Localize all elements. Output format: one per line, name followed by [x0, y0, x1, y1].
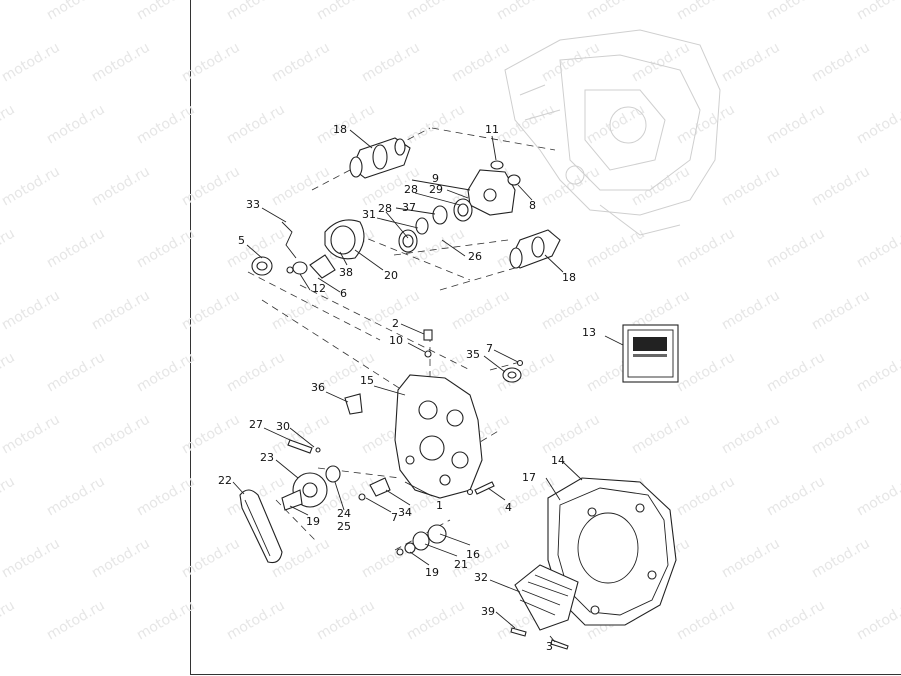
callout-20: 20 — [384, 269, 398, 282]
callout-18-front-camshaft: 18 — [333, 123, 347, 136]
callout-7-lower: 7 — [391, 511, 398, 524]
callout-17: 17 — [522, 471, 536, 484]
callout-25: 25 — [337, 520, 351, 533]
callout-13: 13 — [582, 326, 596, 339]
callout-29: 29 — [429, 183, 443, 196]
callout-21: 21 — [454, 558, 468, 571]
callout-4: 4 — [505, 501, 512, 514]
callout-19-lower: 19 — [425, 566, 439, 579]
callout-28-upper: 28 — [404, 183, 418, 196]
manual-booklet — [622, 324, 679, 383]
callout-2: 2 — [392, 317, 399, 330]
callout-34: 34 — [398, 506, 412, 519]
callout-37: 37 — [402, 201, 416, 214]
small-fasteners — [344, 329, 524, 415]
callout-15: 15 — [360, 374, 374, 387]
callout-38: 38 — [339, 266, 353, 279]
callout-33: 33 — [246, 198, 260, 211]
callout-10: 10 — [389, 334, 403, 347]
bearings-group — [398, 198, 473, 253]
callout-9: 9 — [432, 172, 439, 185]
callout-26: 26 — [468, 250, 482, 263]
callout-35: 35 — [466, 348, 480, 361]
cover-emblem — [514, 564, 579, 631]
callout-labels: 18 11 9 28 29 8 33 28 31 37 5 26 38 20 1… — [218, 123, 596, 653]
cam-sprocket — [309, 219, 365, 279]
callout-22: 22 — [218, 474, 232, 487]
callout-14: 14 — [551, 454, 565, 467]
callout-31: 31 — [362, 208, 376, 221]
callout-32: 32 — [474, 571, 488, 584]
gear-group — [281, 439, 341, 511]
callout-39: 39 — [481, 605, 495, 618]
callout-1: 1 — [436, 499, 443, 512]
callout-6: 6 — [340, 287, 347, 300]
cam-support-plate — [467, 160, 521, 216]
callout-27: 27 — [249, 418, 263, 431]
callout-11: 11 — [485, 123, 499, 136]
tensioner-parts — [251, 221, 308, 276]
camshaft-rear — [509, 229, 561, 269]
diagram-frame — [190, 0, 901, 675]
camshaft-front — [349, 137, 411, 179]
callout-19-upper: 19 — [306, 515, 320, 528]
callout-24: 24 — [337, 507, 351, 520]
lower-seals — [396, 524, 447, 556]
crankcase-outline — [504, 29, 721, 236]
cam-cover-plate — [394, 374, 483, 499]
callout-23: 23 — [260, 451, 274, 464]
callout-28-lower: 28 — [378, 202, 392, 215]
callout-5: 5 — [238, 234, 245, 247]
cover-screws — [510, 627, 569, 650]
callout-3: 3 — [546, 640, 553, 653]
leader-lines — [232, 129, 624, 643]
callout-18-rear-camshaft: 18 — [562, 271, 576, 284]
pump-fittings — [358, 477, 495, 501]
drive-belt — [239, 489, 283, 564]
callout-30: 30 — [276, 420, 290, 433]
callout-7-upper: 7 — [486, 342, 493, 355]
callout-36: 36 — [311, 381, 325, 394]
callout-12: 12 — [312, 282, 326, 295]
callout-16: 16 — [466, 548, 480, 561]
callout-8: 8 — [529, 199, 536, 212]
